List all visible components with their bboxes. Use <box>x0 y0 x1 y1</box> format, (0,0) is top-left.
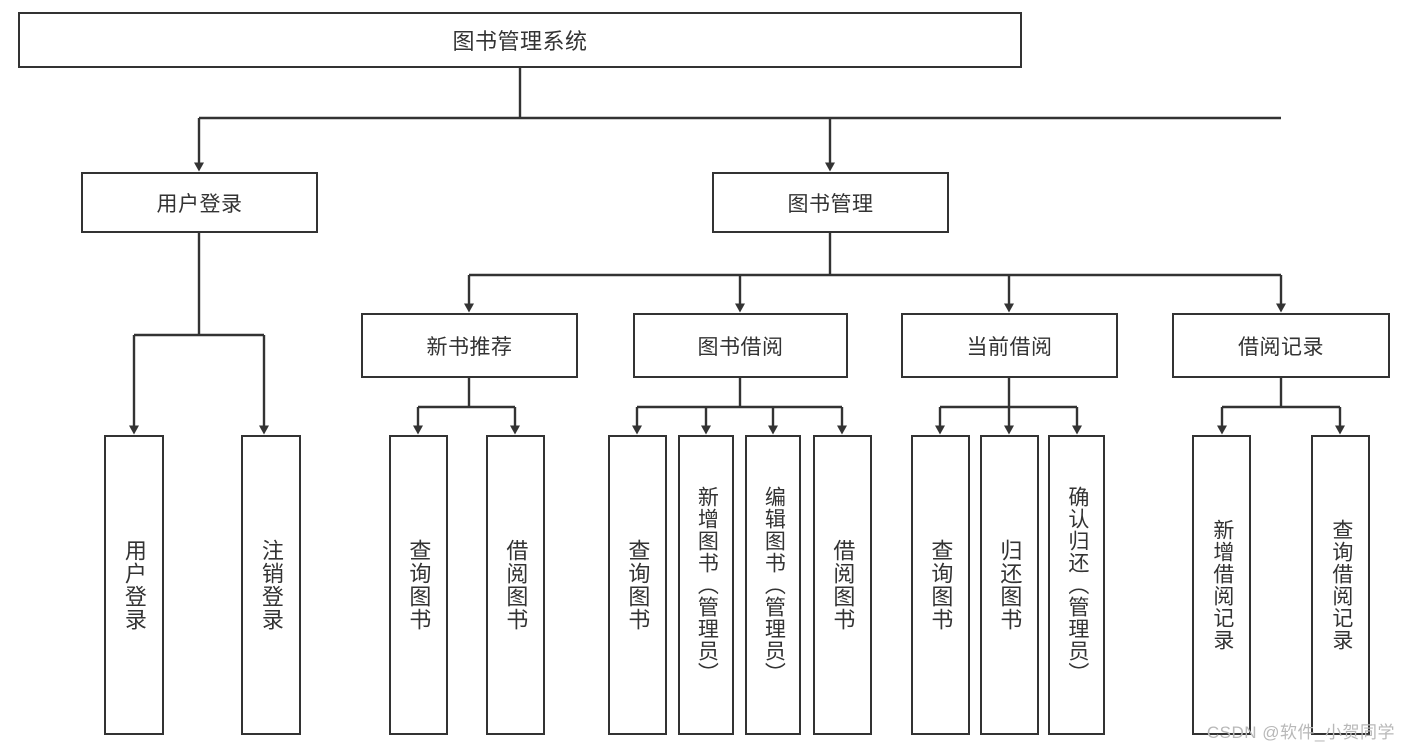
leaf-user-login-signin[interactable]: 用户登录 <box>104 435 164 735</box>
leaf-current-return-book[interactable]: 归还图书 <box>980 435 1039 735</box>
node-current-borrow[interactable]: 当前借阅 <box>901 313 1118 378</box>
node-book-management-label: 图书管理 <box>787 192 874 216</box>
leaf-borrow-edit-book[interactable]: 编辑图书（管理员） <box>745 435 801 735</box>
leaf-record-add-label: 新增借阅记录 <box>1210 519 1234 651</box>
leaf-borrow-add-book[interactable]: 新增图书（管理员） <box>678 435 734 735</box>
leaf-user-login-signout-label: 注销登录 <box>258 539 284 631</box>
node-borrow-record[interactable]: 借阅记录 <box>1172 313 1390 378</box>
leaf-current-query-book-label: 查询图书 <box>928 539 954 631</box>
node-user-login-label: 用户登录 <box>156 192 243 216</box>
leaf-new-book-borrow-label: 借阅图书 <box>503 539 529 631</box>
node-root[interactable]: 图书管理系统 <box>18 12 1022 68</box>
watermark-text: CSDN @软件_小贺同学 <box>1206 723 1395 742</box>
leaf-user-login-signout[interactable]: 注销登录 <box>241 435 301 735</box>
leaf-borrow-borrow-book[interactable]: 借阅图书 <box>813 435 872 735</box>
node-book-borrow[interactable]: 图书借阅 <box>633 313 848 378</box>
leaf-new-book-query-label: 查询图书 <box>406 539 432 631</box>
leaf-current-return-book-label: 归还图书 <box>997 539 1023 631</box>
leaf-new-book-query[interactable]: 查询图书 <box>389 435 448 735</box>
node-root-label: 图书管理系统 <box>452 29 588 54</box>
node-current-borrow-label: 当前借阅 <box>966 335 1053 359</box>
leaf-new-book-borrow[interactable]: 借阅图书 <box>486 435 545 735</box>
leaf-current-confirm-return[interactable]: 确认归还（管理员） <box>1048 435 1105 735</box>
leaf-record-add[interactable]: 新增借阅记录 <box>1192 435 1251 735</box>
leaf-borrow-query-book[interactable]: 查询图书 <box>608 435 667 735</box>
leaf-record-query[interactable]: 查询借阅记录 <box>1311 435 1370 735</box>
leaf-borrow-query-book-label: 查询图书 <box>625 539 651 631</box>
leaf-record-query-label: 查询借阅记录 <box>1329 519 1353 651</box>
leaf-borrow-add-book-label: 新增图书（管理员） <box>695 486 719 684</box>
leaf-user-login-signin-label: 用户登录 <box>121 539 147 631</box>
node-new-book-recommend-label: 新书推荐 <box>426 335 513 359</box>
leaf-borrow-edit-book-label: 编辑图书（管理员） <box>762 486 786 684</box>
node-user-login[interactable]: 用户登录 <box>81 172 318 233</box>
leaf-current-confirm-return-label: 确认归还（管理员） <box>1065 486 1089 684</box>
leaf-current-query-book[interactable]: 查询图书 <box>911 435 970 735</box>
node-book-borrow-label: 图书借阅 <box>697 335 784 359</box>
node-book-management[interactable]: 图书管理 <box>712 172 949 233</box>
node-new-book-recommend[interactable]: 新书推荐 <box>361 313 578 378</box>
node-borrow-record-label: 借阅记录 <box>1238 335 1324 359</box>
leaf-borrow-borrow-book-label: 借阅图书 <box>830 539 856 631</box>
